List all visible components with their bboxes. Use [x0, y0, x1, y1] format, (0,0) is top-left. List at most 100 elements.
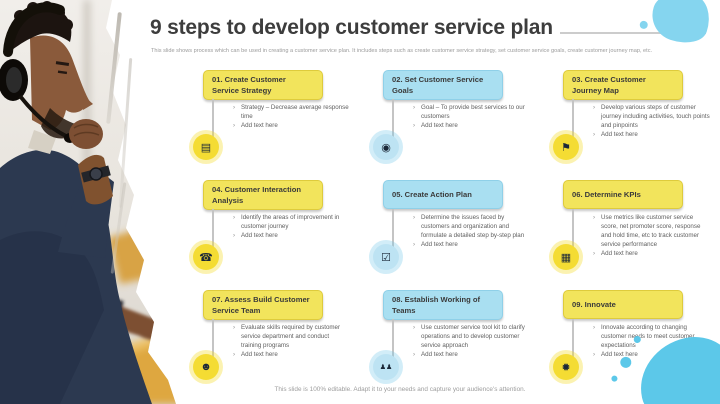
- kpi-metrics-icon: ▦: [560, 251, 572, 264]
- innovate-bulb-icon: ✹: [561, 361, 571, 374]
- bullet-item: ›Develop various steps of customer journ…: [593, 104, 711, 131]
- step-bullets: › Use customer service tool kit to clarif…: [413, 324, 531, 360]
- bullet-text: Strategy – Decrease average response tim…: [241, 104, 349, 120]
- bullet-text: Goal – To provide best services to our c…: [421, 104, 525, 120]
- bullet-text: Add text here: [601, 350, 638, 358]
- bullet-item: › Add text here: [593, 351, 711, 360]
- step-title: 01. Create Customer Service Strategy: [212, 75, 286, 95]
- photo-illustration: [0, 0, 176, 404]
- step-card-08: 08. Establish Working of Teams ♟♟ › Use cus…: [373, 290, 533, 394]
- bullet-item: › Add text here: [413, 241, 531, 250]
- interaction-analysis-icon: ☎: [199, 251, 213, 264]
- step-card-03: 03. Create Customer Journey Map ⚑ ›Develop…: [553, 70, 713, 174]
- bullet-item: ›Evaluate skills required by customer se…: [233, 324, 351, 351]
- action-plan-icon: ☑: [381, 251, 391, 264]
- step-connector-line: [212, 209, 214, 259]
- bullet-item: ›Use customer service tool kit to clarif…: [413, 324, 531, 351]
- step-connector-line: [392, 99, 394, 149]
- step-header: 09. Innovate: [563, 290, 683, 319]
- bullet-marker: ›: [413, 121, 416, 129]
- step-bullets: › Strategy – Decrease average response ti…: [233, 104, 351, 131]
- page-title: 9 steps to develop customer service plan: [150, 16, 553, 39]
- bullet-marker: ›: [233, 214, 236, 221]
- service-team-member-icon: ☻: [200, 361, 212, 373]
- step-card-05: 05. Create Action Plan ☑ › Determine the is…: [373, 180, 533, 284]
- bullet-text: Add text here: [601, 249, 638, 257]
- step-title: 05. Create Action Plan: [392, 190, 472, 199]
- step-card-06: 06. Determine KPIs ▦ › Use metrics like cus…: [553, 180, 713, 284]
- call-center-agent-photo: [0, 0, 220, 404]
- step-header: 08. Establish Working of Teams: [383, 290, 503, 320]
- step-header: 01. Create Customer Service Strategy: [203, 70, 323, 100]
- bullet-marker: ›: [413, 104, 416, 111]
- step-icon-circle: ◉: [373, 134, 399, 160]
- step-header: 03. Create Customer Journey Map: [563, 70, 683, 100]
- step-title: 08. Establish Working of Teams: [392, 295, 481, 315]
- bullet-marker: ›: [593, 350, 596, 358]
- bullet-text: Add text here: [241, 121, 278, 129]
- bullet-marker: ›: [413, 214, 416, 221]
- step-card-09: 09. Innovate✹›Innovate according to chan…: [553, 290, 713, 394]
- step-connector-line: [572, 209, 574, 259]
- bullet-marker: ›: [233, 104, 236, 111]
- step-icon-circle: ⚑: [553, 134, 579, 160]
- title-underline-rule: [559, 32, 706, 34]
- bullet-item: › Add text here: [593, 250, 711, 259]
- step-connector-line: [572, 319, 574, 369]
- bullet-item: › Add text here: [233, 351, 351, 360]
- goals-target-icon: ◉: [381, 141, 391, 154]
- step-icon-circle: ✹: [553, 354, 579, 380]
- editable-footer-note: This slide is 100% editable. Adapt it to…: [274, 386, 526, 393]
- bullet-marker: ›: [233, 350, 236, 358]
- paint-splash-top-right: [638, 0, 717, 50]
- step-icon-circle: ▤: [193, 134, 219, 160]
- step-connector-line: [212, 319, 214, 369]
- bullet-text: Add text here: [421, 350, 458, 358]
- step-card-01: 01. Create Customer Service Strategy ▤ › St…: [193, 70, 353, 174]
- bullet-item: ›Add text here: [233, 122, 351, 131]
- bullet-item: › Determine the issues faced by customers…: [413, 214, 531, 241]
- bullet-marker: ›: [593, 130, 596, 138]
- bullet-item: ›Identify the areas of improvement in cu…: [233, 214, 351, 232]
- step-card-02: 02. Set Customer Service Goals ◉ › Goal – T…: [373, 70, 533, 174]
- step-header: 02. Set Customer Service Goals: [383, 70, 503, 100]
- bullet-marker: ›: [233, 231, 236, 239]
- bullet-item: ›Add text here: [413, 122, 531, 131]
- bullet-marker: ›: [413, 350, 416, 358]
- photo-image: [0, 0, 176, 404]
- step-bullets: › Use metrics like customer service score…: [593, 214, 711, 259]
- bullet-marker: ›: [593, 324, 596, 331]
- step-header: 06. Determine KPIs: [563, 180, 683, 209]
- bullet-item: › Add text here: [233, 232, 351, 241]
- step-icon-circle: ♟♟: [373, 354, 399, 380]
- bullet-text: Determine the issues faced by customers …: [421, 214, 525, 239]
- working-teams-icon: ♟♟: [379, 364, 393, 371]
- bullet-marker: ›: [413, 240, 416, 248]
- bullet-text: Add text here: [601, 130, 638, 138]
- bullet-item: › Add text here: [413, 351, 531, 360]
- bullet-text: Add text here: [241, 231, 278, 239]
- bullet-text: Use customer service tool kit to clarify…: [421, 324, 525, 349]
- step-title: 06. Determine KPIs: [572, 190, 641, 199]
- step-header: 04. Customer Interaction Analysis: [203, 180, 323, 210]
- step-title: 02. Set Customer Service Goals: [392, 75, 484, 95]
- step-bullets: › Determine the issues faced by customers…: [413, 214, 531, 250]
- bullet-marker: ›: [593, 249, 596, 257]
- bullet-marker: ›: [233, 324, 236, 331]
- step-icon-circle: ☻: [193, 354, 219, 380]
- step-card-07: 07. Assess Build Customer Service Team☻›…: [193, 290, 353, 394]
- bullet-text: Add text here: [241, 350, 278, 358]
- strategy-document-icon: ▤: [200, 141, 212, 154]
- journey-map-icon: ⚑: [561, 141, 571, 154]
- bullet-item: › Use metrics like customer service score…: [593, 214, 711, 250]
- bullet-text: Use metrics like customer service score,…: [601, 214, 701, 248]
- step-title: 04. Customer Interaction Analysis: [212, 185, 302, 205]
- slide-subtitle: This slide shows process which can be us…: [151, 48, 653, 54]
- bullet-marker: ›: [593, 214, 596, 221]
- bullet-item: › Goal – To provide best services to our …: [413, 104, 531, 122]
- step-header: 05. Create Action Plan: [383, 180, 503, 209]
- bullet-marker: ›: [593, 104, 596, 111]
- step-bullets: ›Develop various steps of customer journ…: [593, 104, 711, 140]
- step-connector-line: [572, 99, 574, 149]
- bullet-text: Add text here: [421, 240, 458, 248]
